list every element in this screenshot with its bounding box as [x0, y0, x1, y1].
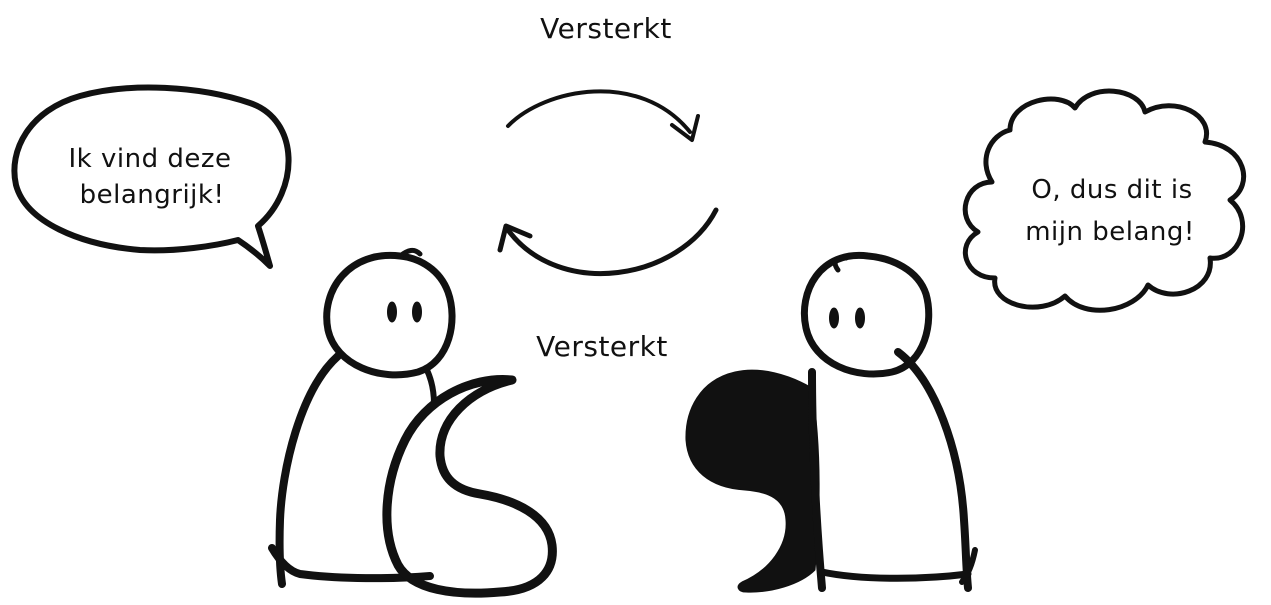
thought-bubble: O, dus dit is mijn belang! — [962, 88, 1247, 313]
right-figure-eye-right — [855, 307, 865, 329]
left-figure-body — [275, 352, 342, 588]
cycle-arrows — [497, 89, 719, 276]
right-figure-speech-shape — [685, 369, 820, 593]
thought-bubble-line-1: O, dus dit is — [1031, 175, 1192, 205]
left-figure-speech-shape — [382, 375, 557, 598]
right-figure — [685, 251, 978, 593]
speech-bubble-line-1: Ik vind deze — [69, 144, 232, 174]
speech-bubble-line-2: belangrijk! — [80, 180, 225, 210]
arrow-bottom-counterclockwise — [497, 207, 719, 276]
left-figure-head — [323, 251, 456, 379]
label-versterkt-top: Versterkt — [540, 12, 672, 45]
speech-bubble: Ik vind deze belangrijk! — [11, 84, 292, 269]
left-figure-eye-right — [412, 301, 422, 323]
right-figure-eye-left — [829, 307, 839, 329]
left-figure — [268, 247, 557, 598]
label-versterkt-middle: Versterkt — [536, 330, 668, 363]
left-figure-eye-left — [387, 301, 397, 323]
right-figure-head — [800, 251, 933, 378]
arrow-top-clockwise — [506, 89, 700, 142]
right-figure-body — [808, 348, 972, 592]
thought-bubble-line-2: mijn belang! — [1025, 217, 1195, 247]
